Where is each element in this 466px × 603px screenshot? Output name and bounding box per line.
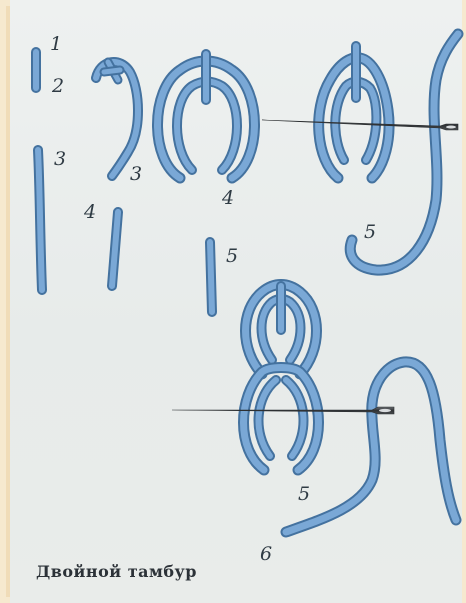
step-label-2: 2 (51, 75, 64, 97)
step-label-4: 4 (83, 201, 96, 223)
step-label-5: 5 (364, 221, 376, 243)
step-label-3: 3 (54, 148, 66, 170)
stitch-step-5-loops-bottom (244, 285, 319, 471)
stitch-step-3-thread (38, 150, 42, 290)
step-label-5: 5 (298, 483, 310, 505)
step-label-5: 5 (226, 245, 238, 267)
step-label-3: 3 (130, 163, 142, 185)
stitch-step-4-loop (158, 54, 255, 178)
needle-bottom (172, 407, 394, 414)
stitch-step-5-thread (210, 242, 212, 312)
figure-caption: Двойной тамбур (36, 562, 197, 581)
stitch-step-4-thread (112, 212, 118, 286)
step-label-6: 6 (260, 543, 272, 565)
stitch-step-3-loop (96, 62, 138, 176)
step-label-1: 1 (50, 33, 62, 55)
step-label-4: 4 (221, 187, 234, 209)
stitch-step-5-loops-top (319, 46, 389, 178)
needle-top (262, 120, 458, 130)
